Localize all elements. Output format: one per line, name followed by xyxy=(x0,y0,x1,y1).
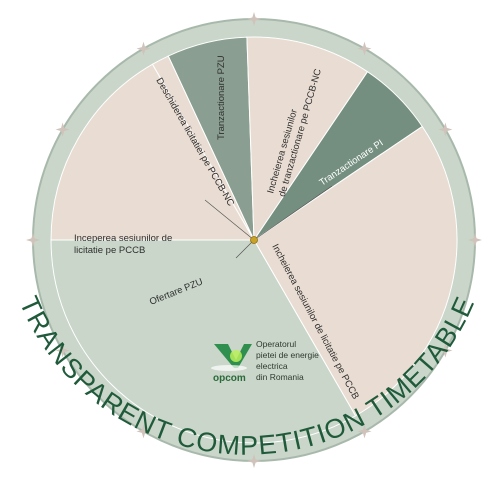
logo-line-1: Operatorul xyxy=(256,339,296,349)
label-tranzactionare-pzu: Tranzactionare PZU xyxy=(216,55,227,140)
logo-line-2: pietei de energie xyxy=(256,350,319,360)
clock-star-9 xyxy=(26,233,40,247)
logo-line-4: din Romania xyxy=(256,372,304,382)
logo-line-3: electrica xyxy=(256,361,288,371)
clock-star-6 xyxy=(247,454,261,468)
sector-incheierea-tranz-pccb-nc xyxy=(246,36,369,242)
sector-incheierea-licitatie-pccb xyxy=(253,125,458,417)
clock-star-10 xyxy=(55,122,70,137)
guide-line-right xyxy=(253,185,333,241)
clock-star-7 xyxy=(136,424,151,439)
guide-line-left xyxy=(204,199,255,241)
opcom-wordmark: opcom xyxy=(213,373,246,384)
opcom-logo: opcom Operatorul pietei de energie elect… xyxy=(211,339,319,384)
label-inceperea-line1: Inceperea sesiunilor de xyxy=(74,233,172,244)
clock-star-1 xyxy=(357,41,372,56)
clock-star-5 xyxy=(357,424,372,439)
clock-star-2 xyxy=(438,122,453,137)
clock-star-8 xyxy=(55,343,70,358)
label-inceperea-line2: licitatie pe PCCB xyxy=(74,245,145,256)
clock-star-0 xyxy=(247,12,261,26)
clock-star-4 xyxy=(438,343,453,358)
sector-inceperea-licitatie-pccb xyxy=(50,63,255,241)
guide-line-down xyxy=(235,239,255,259)
sectors xyxy=(50,36,458,444)
sector-ofertare-pzu xyxy=(50,239,357,444)
clock-star-11 xyxy=(136,41,151,56)
center-dot xyxy=(250,236,258,244)
sector-deschiderea-licitatiei-pccb-nc xyxy=(151,55,255,241)
clock-star-3 xyxy=(468,233,482,247)
clock-ticks xyxy=(26,12,482,468)
opcom-logo-mark xyxy=(211,344,252,371)
